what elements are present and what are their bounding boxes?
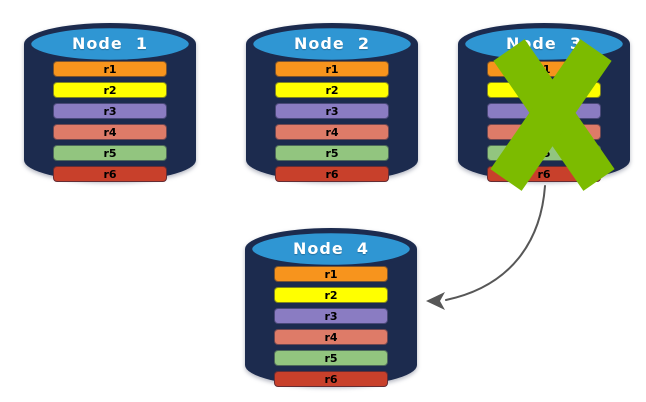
node-1-title: Node 1 [72,34,148,53]
replica-bar-r5: r5 [275,145,389,161]
replica-bar-r1: r1 [274,266,388,282]
replica-bar-r2: r2 [275,82,389,98]
node-2-title: Node 2 [294,34,370,53]
replica-bar-r2: r2 [274,287,388,303]
node-3-replicas: r1 r2 r3 r4 r5 r6 [487,61,601,182]
replica-bar-r2: r2 [487,82,601,98]
replica-bar-r5: r5 [487,145,601,161]
replica-bar-r3: r3 [487,103,601,119]
node-1: Node 1 r1 r2 r3 r4 r5 r6 [21,14,199,186]
replica-bar-r4: r4 [275,124,389,140]
replica-bar-r3: r3 [53,103,167,119]
replica-bar-r4: r4 [53,124,167,140]
node-4-replicas: r1 r2 r3 r4 r5 r6 [274,266,388,387]
node-3-title: Node 3 [506,34,582,53]
node-2-replicas: r1 r2 r3 r4 r5 r6 [275,61,389,182]
replica-bar-r6: r6 [487,166,601,182]
replica-bar-r3: r3 [274,308,388,324]
replica-bar-r6: r6 [275,166,389,182]
node-4-title: Node 4 [293,239,369,258]
replica-bar-r4: r4 [274,329,388,345]
replica-bar-r2: r2 [53,82,167,98]
replica-bar-r1: r1 [487,61,601,77]
node-4: Node 4 r1 r2 r3 r4 r5 r6 [242,219,420,391]
replica-bar-r1: r1 [53,61,167,77]
replica-bar-r5: r5 [53,145,167,161]
replica-bar-r5: r5 [274,350,388,366]
replica-bar-r3: r3 [275,103,389,119]
node-1-replicas: r1 r2 r3 r4 r5 r6 [53,61,167,182]
replica-bar-r6: r6 [274,371,388,387]
arrowhead-icon [426,292,445,310]
node-3: Node 3 r1 r2 r3 r4 r5 r6 [455,14,633,191]
replica-bar-r4: r4 [487,124,601,140]
replica-bar-r1: r1 [275,61,389,77]
node-2: Node 2 r1 r2 r3 r4 r5 r6 [243,14,421,186]
replica-bar-r6: r6 [53,166,167,182]
